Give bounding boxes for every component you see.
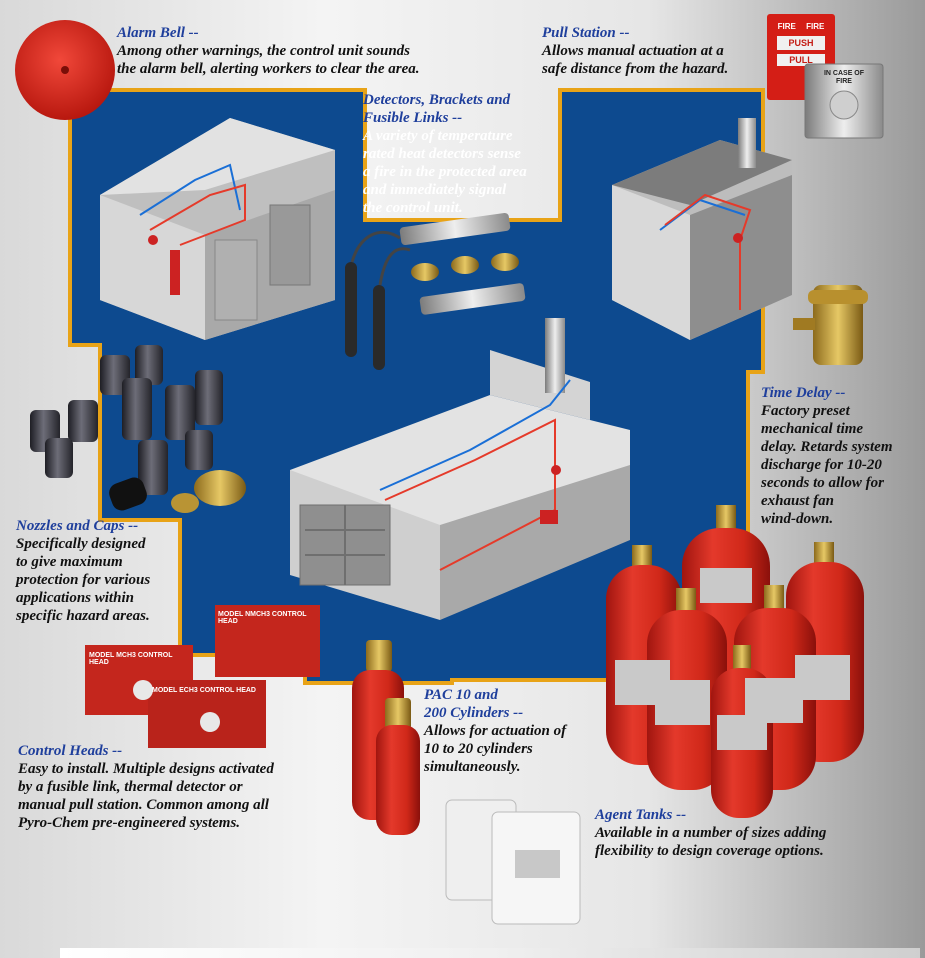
caption-detectors: Detectors, Brackets and Fusible Links --… <box>363 91 558 217</box>
fire-label-right: FIRE <box>806 22 825 31</box>
control-heads-illustration <box>85 605 320 748</box>
caption-title: Agent Tanks -- <box>595 807 687 823</box>
pull-station-push-label: PUSH <box>788 38 814 48</box>
agent-tanks-illustration <box>606 505 864 818</box>
caption-line: A variety of temperature <box>363 128 513 144</box>
booth-illustration <box>290 318 630 620</box>
caption-time-delay: Time Delay -- Factory preset mechanical … <box>761 384 921 528</box>
buckets-illustration <box>445 799 581 925</box>
nozzles-illustration <box>30 345 246 513</box>
caption-title: Fusible Links -- <box>363 110 463 126</box>
pac-cylinders-illustration <box>352 640 420 835</box>
enclosure-illustration <box>100 118 335 340</box>
control-head-1-label: MODEL NMCH3 CONTROL HEAD <box>218 611 307 625</box>
caption-nozzles: Nozzles and Caps -- Specifically designe… <box>16 517 181 625</box>
caption-title: Detectors, Brackets and <box>363 92 511 108</box>
caption-line: manual pull station. Common among all <box>18 797 269 813</box>
caption-line: safe distance from the hazard. <box>542 61 729 77</box>
caption-line: Specifically designed <box>16 536 146 552</box>
caption-line: the alarm bell, alerting workers to clea… <box>117 61 420 77</box>
caption-line: to give maximum <box>16 554 123 570</box>
time-delay-illustration <box>793 285 868 365</box>
caption-line: by a fusible link, thermal detector or <box>18 779 243 795</box>
caption-line: wind-down. <box>761 511 834 527</box>
caption-line: 10 to 20 cylinders <box>424 741 533 757</box>
caption-line: exhaust fan <box>761 493 834 509</box>
caption-title: Control Heads -- <box>18 743 123 759</box>
pull-station-fire-label: FIRE FIRE <box>771 22 831 31</box>
caption-line: protection for various <box>16 572 151 588</box>
pull-station-case-label: IN CASE OF FIRE <box>808 70 880 86</box>
pull-station-illustration <box>767 14 884 139</box>
caption-agent-tanks: Agent Tanks -- Available in a number of … <box>595 806 915 860</box>
caption-title: Alarm Bell -- <box>117 25 199 41</box>
in-case-of-label: IN CASE OF <box>823 70 865 77</box>
caption-line: Easy to install. Multiple designs activa… <box>18 761 274 777</box>
caption-line: mechanical time <box>761 421 864 437</box>
caption-line: the control unit. <box>363 200 463 216</box>
in-case-fire-label: FIRE <box>836 78 852 85</box>
caption-title: Nozzles and Caps -- <box>16 518 139 534</box>
caption-line: a fire in the protected area <box>363 164 527 180</box>
caption-line: specific hazard areas. <box>16 608 150 624</box>
caption-line: Pyro-Chem pre-engineered systems. <box>18 815 241 831</box>
fire-label-left: FIRE <box>777 22 796 31</box>
caption-pac-cylinders: PAC 10 and 200 Cylinders -- Allows for a… <box>424 686 609 776</box>
caption-line: Factory preset <box>761 403 850 419</box>
caption-line: rated heat detectors sense <box>363 146 521 162</box>
caption-line: seconds to allow for <box>761 475 884 491</box>
control-head-3-label: MODEL ECH3 CONTROL HEAD <box>152 687 256 694</box>
caption-control-heads: Control Heads -- Easy to install. Multip… <box>18 742 338 832</box>
detectors-illustration <box>345 212 526 370</box>
caption-line: simultaneously. <box>424 759 521 775</box>
caption-line: and immediately signal <box>363 182 507 198</box>
hood-illustration <box>612 118 792 340</box>
bottom-bar <box>60 948 920 958</box>
caption-line: Available in a number of sizes adding <box>595 825 827 841</box>
caption-line: Allows manual actuation at a <box>542 43 724 59</box>
caption-line: Among other warnings, the control unit s… <box>117 43 411 59</box>
caption-line: flexibility to design coverage options. <box>595 843 824 859</box>
caption-title: 200 Cylinders -- <box>424 705 524 721</box>
control-head-2-label: MODEL MCH3 CONTROL HEAD <box>89 652 173 666</box>
caption-title: Pull Station -- <box>542 25 630 41</box>
alarm-bell-illustration <box>15 20 115 120</box>
caption-line: discharge for 10-20 <box>761 457 882 473</box>
caption-line: applications within <box>16 590 134 606</box>
pull-station-pull-label: PULL <box>789 55 813 65</box>
caption-alarm-bell: Alarm Bell -- Among other warnings, the … <box>117 24 487 78</box>
caption-title: PAC 10 and <box>424 687 498 703</box>
caption-title: Time Delay -- <box>761 385 846 401</box>
caption-line: Allows for actuation of <box>424 723 567 739</box>
caption-line: delay. Retards system <box>761 439 893 455</box>
caption-pull-station: Pull Station -- Allows manual actuation … <box>542 24 767 78</box>
